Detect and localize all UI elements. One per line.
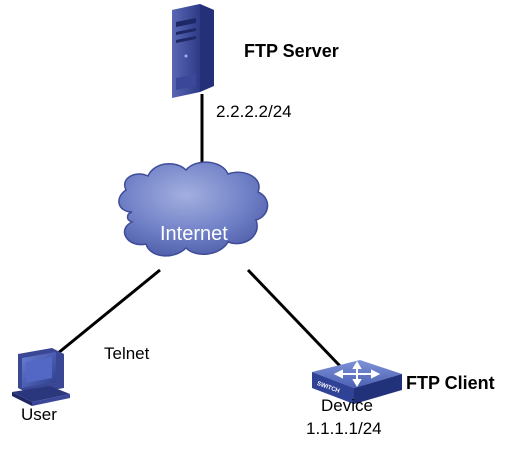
- server-tower-icon: [172, 4, 214, 98]
- ftp-server-ip: 2.2.2.2/24: [216, 102, 292, 121]
- user-label: User: [21, 405, 57, 424]
- link-internet-device: [246, 268, 342, 368]
- link-internet-user: [51, 268, 161, 360]
- ftp-client-label: FTP Client: [406, 373, 495, 393]
- switch-icon: [312, 360, 402, 404]
- telnet-label: Telnet: [104, 344, 150, 363]
- device-ip: 1.1.1.1/24: [306, 419, 382, 438]
- ftp-server-label: FTP Server: [244, 41, 339, 61]
- cloud-icon: [118, 161, 269, 257]
- device-label: Device: [321, 396, 373, 415]
- internet-label: Internet: [160, 223, 228, 245]
- desktop-pc-icon: [12, 348, 70, 406]
